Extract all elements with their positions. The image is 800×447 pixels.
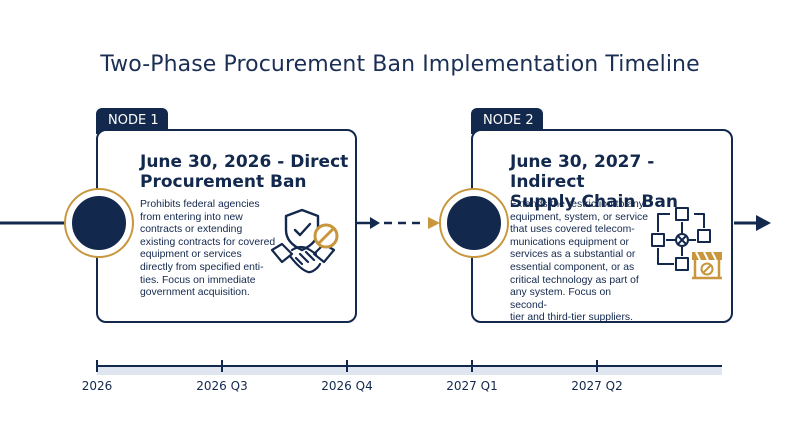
axis-tick-label: 2026 Q4 <box>321 379 373 393</box>
axis-tick-label: 2026 <box>81 379 113 393</box>
node-1-description: Prohibits federal agencies from entering… <box>140 199 276 299</box>
node-2-description: Extends the restriction to any equipment… <box>510 199 649 324</box>
axis-tick-label: 2027 Q1 <box>446 379 498 393</box>
node-2-heading-line-2: Supply Chain Ban <box>510 192 678 212</box>
node-1-heading: June 30, 2026 - Direct Procurement Ban <box>140 152 350 192</box>
axis-tick-label: 2026 Q3 <box>196 379 248 393</box>
node-2-heading: June 30, 2027 - Indirect Supply Chain Ba… <box>510 152 730 212</box>
node-1-marker <box>66 190 132 256</box>
node-1-heading-line-2: Procurement Ban <box>140 172 307 192</box>
supply-chain-network-barrier-icon <box>651 207 722 280</box>
axis-tick-label: 2027 Q2 <box>571 379 623 393</box>
shield-handshake-prohibited-icon <box>270 208 339 274</box>
page-title: Two-Phase Procurement Ban Implementation… <box>100 52 700 77</box>
node-2-marker <box>441 190 507 256</box>
node-1-heading-line-1: June 30, 2026 - Direct <box>140 152 349 172</box>
node-2-heading-line-1: June 30, 2027 - Indirect <box>510 152 655 192</box>
node-1-card <box>96 129 357 323</box>
